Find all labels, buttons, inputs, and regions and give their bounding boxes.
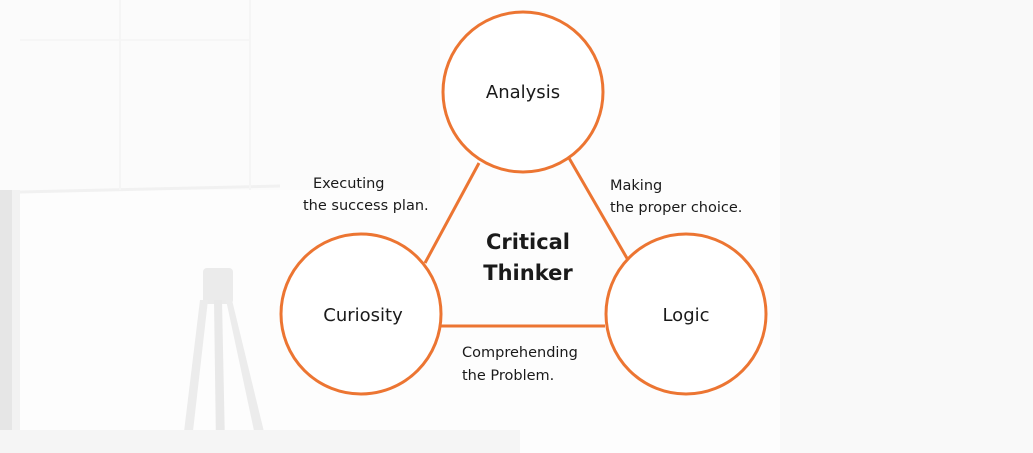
tripod-shape bbox=[183, 268, 266, 445]
node-analysis: Analysis bbox=[441, 10, 605, 174]
node-logic: Logic bbox=[604, 232, 768, 396]
edge-label-left-line2: the success plan. bbox=[303, 198, 429, 214]
node-logic-label: Logic bbox=[662, 305, 709, 326]
node-curiosity: Curiosity bbox=[279, 232, 443, 396]
center-title-line1: Critical bbox=[486, 230, 570, 254]
edge-label-bottom-line2: the Problem. bbox=[462, 368, 554, 384]
edge-label-left-line1: Executing bbox=[313, 176, 385, 192]
edge-analysis-curiosity bbox=[423, 162, 481, 264]
node-analysis-label: Analysis bbox=[486, 82, 560, 103]
edge-analysis-logic bbox=[567, 157, 630, 261]
edge-label-right-line2: the proper choice. bbox=[610, 200, 742, 216]
center-title-line2: Thinker bbox=[483, 261, 573, 285]
edge-label-right-line1: Making bbox=[610, 178, 662, 194]
node-curiosity-label: Curiosity bbox=[323, 305, 403, 326]
edge-label-bottom-line1: Comprehending bbox=[462, 345, 578, 361]
